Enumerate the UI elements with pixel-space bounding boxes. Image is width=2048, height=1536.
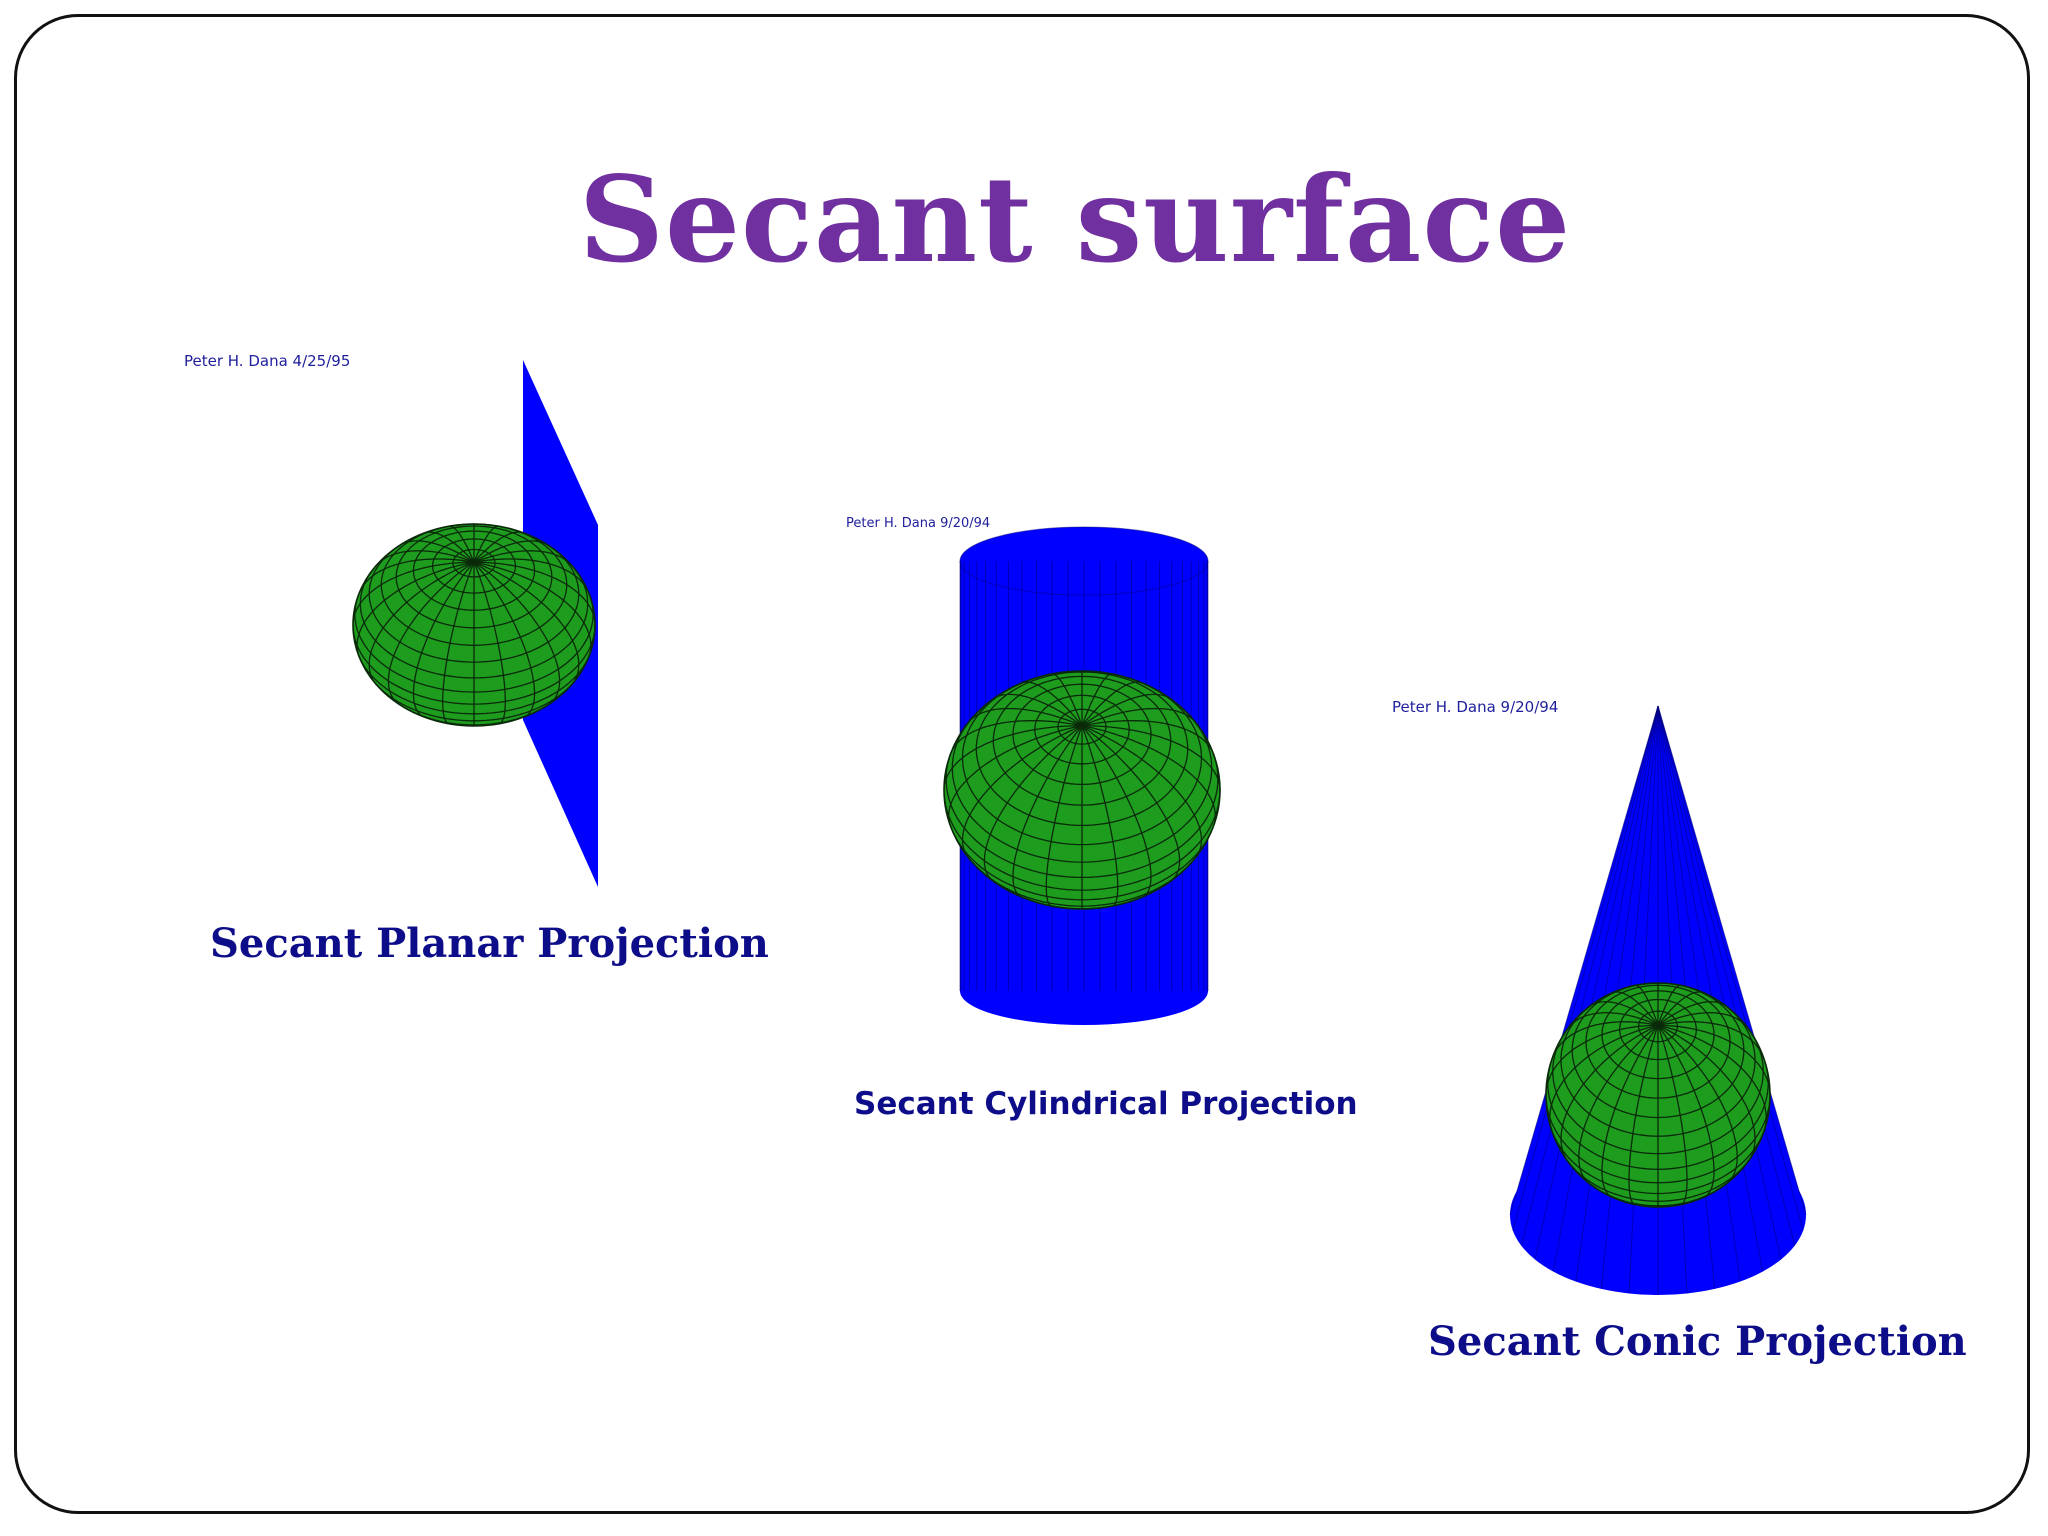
cylindrical-caption: Secant Cylindrical Projection	[854, 1086, 1358, 1122]
globe	[1545, 982, 1771, 1208]
planar-credit: Peter H. Dana 4/25/95	[184, 352, 351, 370]
globe	[943, 670, 1221, 910]
cylindrical-credit: Peter H. Dana 9/20/94	[846, 516, 991, 531]
planar-projection-diagram	[352, 360, 598, 887]
globe	[352, 523, 596, 727]
cylindrical-projection-diagram	[943, 526, 1221, 1025]
conic-projection-diagram	[1509, 705, 1807, 1295]
planar-caption: Secant Planar Projection	[210, 920, 769, 967]
conic-caption: Secant Conic Projection	[1428, 1318, 1967, 1365]
conic-credit: Peter H. Dana 9/20/94	[1392, 698, 1559, 716]
slide-title: Secant surface	[578, 150, 1572, 289]
